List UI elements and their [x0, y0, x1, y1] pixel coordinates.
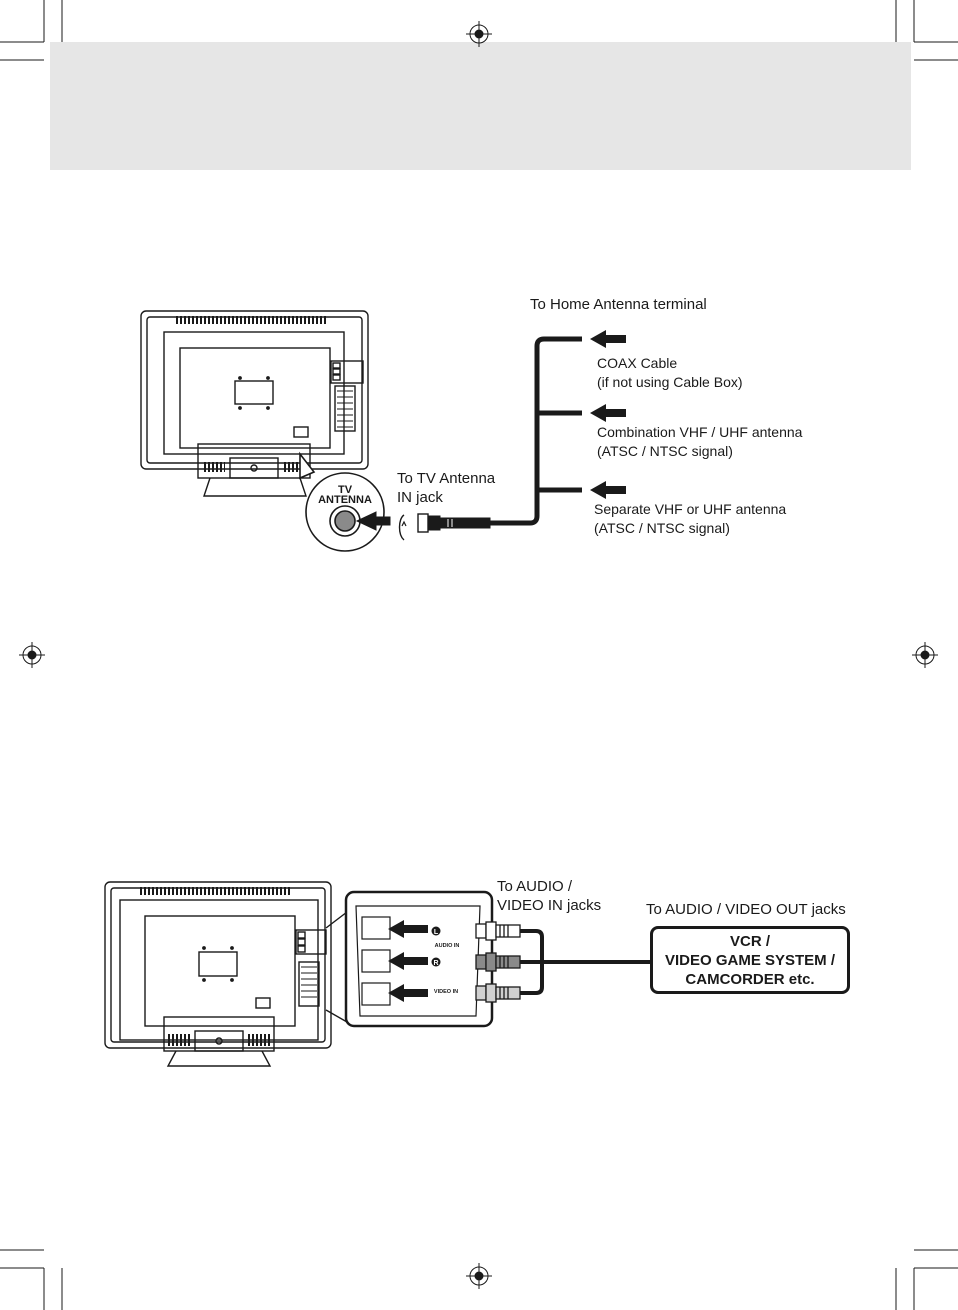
to-av-out-label: To AUDIO / VIDEO OUT jacks — [646, 901, 846, 918]
option-line2: (ATSC / NTSC signal) — [594, 520, 730, 536]
separate-antenna-label: Separate VHF or UHF antenna (ATSC / NTSC… — [594, 500, 786, 538]
coax-cable-label: COAX Cable (if not using Cable Box) — [597, 354, 743, 392]
av-jack-arrow-icon — [388, 920, 428, 1002]
antenna-option-arrow-icon — [590, 330, 626, 499]
to-av-in-label: To AUDIO / VIDEO IN jacks — [497, 877, 601, 915]
antenna-cable-tree — [490, 336, 582, 526]
video-in-label: VIDEO IN — [434, 989, 458, 995]
option-line1: Combination VHF / UHF antenna — [597, 424, 803, 440]
rca-plugs — [475, 921, 521, 1003]
to-av-in-line1: To AUDIO / — [497, 878, 573, 895]
tv-rear-bottom — [104, 881, 348, 1067]
av-cable-bundle — [520, 929, 650, 995]
option-line1: Separate VHF or UHF antenna — [594, 501, 787, 517]
device-line2: VIDEO GAME SYSTEM / — [664, 951, 836, 969]
option-line1: COAX Cable — [597, 355, 678, 371]
audio-right-mark: R — [433, 960, 438, 967]
device-line1: VCR / — [729, 932, 770, 950]
header-band — [50, 42, 911, 170]
to-tv-antenna-jack-label: To TV Antenna IN jack — [397, 469, 495, 507]
home-antenna-terminal-label: To Home Antenna terminal — [530, 296, 707, 313]
audio-lr-markers — [431, 926, 441, 967]
antenna-jack-callout — [299, 451, 385, 552]
coax-connector — [355, 511, 491, 541]
tv-antenna-badge-line2: ANTENNA — [318, 494, 372, 506]
to-av-in-line2: VIDEO IN jacks — [497, 897, 602, 914]
option-line2: (ATSC / NTSC signal) — [597, 443, 733, 459]
registration-mark-icon — [19, 21, 938, 1289]
tv-antenna-badge-line1: TV — [338, 484, 353, 496]
source-device-box: VCR / VIDEO GAME SYSTEM / CAMCORDER etc. — [650, 926, 850, 994]
combination-antenna-label: Combination VHF / UHF antenna (ATSC / NT… — [597, 423, 802, 461]
device-line3: CAMCORDER etc. — [685, 970, 815, 988]
tv-rear-top — [140, 310, 369, 497]
audio-in-label: AUDIO IN — [435, 943, 460, 949]
to-tv-antenna-jack-line1: To TV Antenna — [397, 470, 496, 487]
to-tv-antenna-jack-line2: IN jack — [397, 489, 443, 506]
option-line2: (if not using Cable Box) — [597, 374, 743, 390]
audio-left-mark: L — [434, 929, 439, 936]
